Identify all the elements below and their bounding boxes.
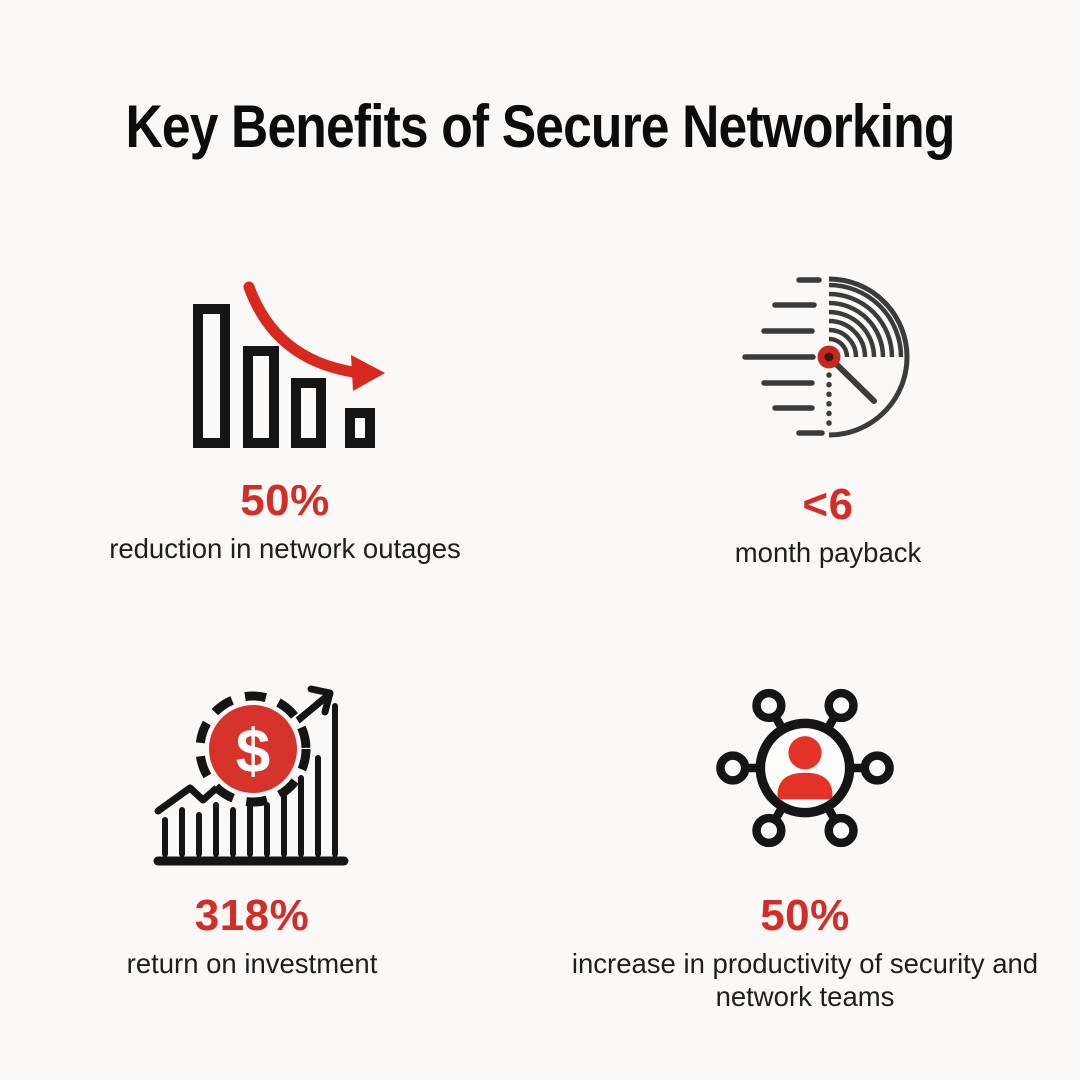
stat-label: reduction in network outages	[109, 533, 461, 565]
outer-dial-arc	[828, 276, 910, 438]
decline-arrow	[243, 281, 385, 391]
stat-card-productivity: 50% increase in productivity of security…	[555, 673, 1055, 1013]
team-network-icon	[716, 688, 894, 848]
stat-value: 318%	[194, 891, 310, 940]
speed-lines	[742, 277, 825, 436]
dollar-coin	[209, 705, 297, 793]
growth-bars	[162, 703, 338, 857]
payback-speed-dial-icon	[742, 276, 910, 438]
page-title: Key Benefits of Secure Networking	[125, 93, 956, 160]
stat-card-payback: <6 month payback	[598, 272, 1058, 569]
stat-card-roi: $ 318% return on investment	[22, 668, 482, 980]
stat-label: month payback	[734, 537, 922, 569]
dial-hub-center	[824, 352, 834, 362]
stat-card-outages: 50% reduction in network outages	[50, 281, 520, 565]
dollar-symbol: $	[236, 718, 270, 787]
roi-dollar-growth-icon: $	[153, 685, 349, 866]
stat-value: <6	[802, 480, 854, 529]
network-nodes	[716, 688, 894, 848]
radar-arcs	[828, 282, 904, 358]
stat-value: 50%	[760, 891, 850, 940]
stat-value: 50%	[240, 476, 330, 525]
declining-bar-chart-icon	[192, 281, 385, 448]
stat-label: return on investment	[126, 948, 378, 980]
person-icon	[777, 736, 833, 800]
bars	[192, 304, 375, 448]
stat-label: increase in productivity of security and…	[571, 948, 1039, 1013]
